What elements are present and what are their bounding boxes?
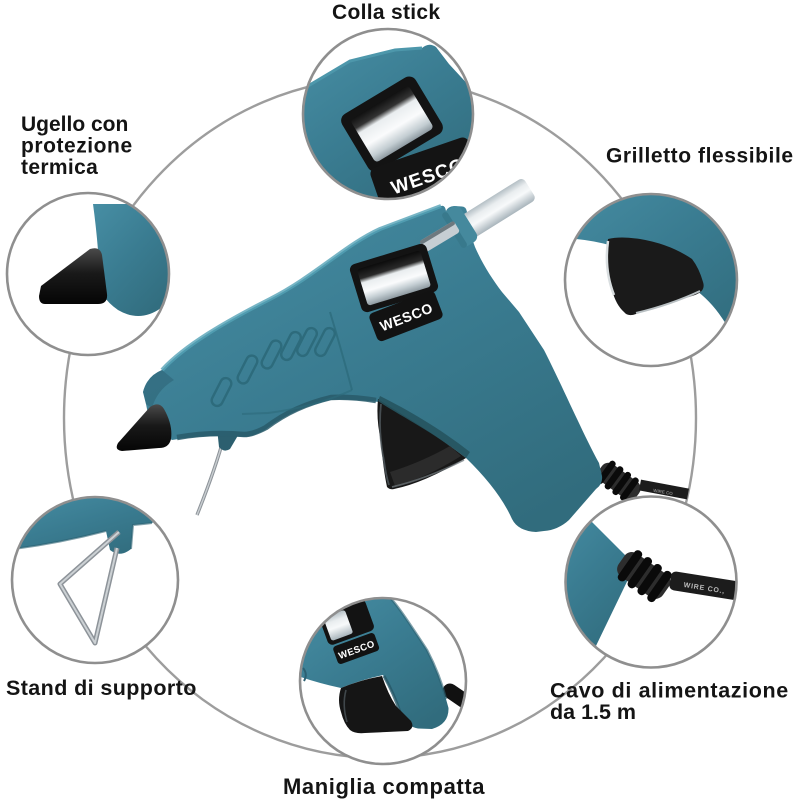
svg-text:termica: termica	[21, 156, 98, 179]
svg-text:da 1.5 m: da 1.5 m	[550, 700, 636, 724]
svg-text:protezione: protezione	[21, 135, 133, 158]
svg-text:Stand di supporto: Stand di supporto	[6, 676, 197, 700]
svg-text:Colla stick: Colla stick	[332, 1, 440, 24]
svg-text:Maniglia compatta: Maniglia compatta	[283, 774, 485, 799]
svg-text:Cavo di alimentazione: Cavo di alimentazione	[550, 679, 789, 703]
svg-text:WIRE CO: WIRE CO	[653, 488, 674, 496]
svg-text:Grilletto flessibile: Grilletto flessibile	[606, 145, 794, 168]
svg-text:Ugello con: Ugello con	[21, 113, 128, 136]
